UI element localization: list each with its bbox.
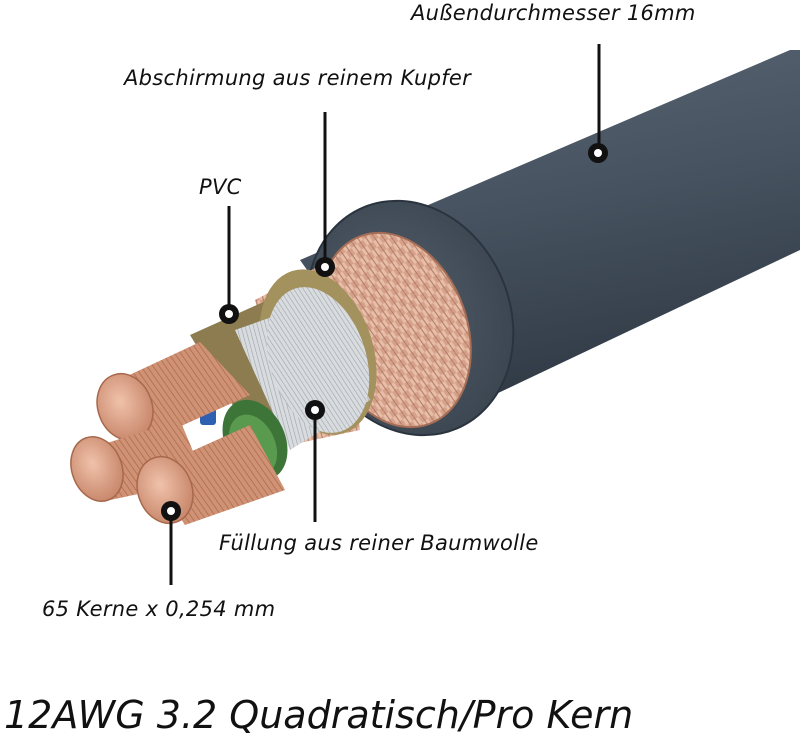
pvc-label: PVC [199,175,242,199]
outer-diameter-label: Außendurchmesser 16mm [411,1,696,25]
cores-label: 65 Kerne x 0,254 mm [42,597,276,621]
leader-diameter [588,44,608,163]
leader-filling [305,400,325,522]
copper-core-top [96,342,250,442]
leader-shield [315,112,335,277]
leader-pvc [219,206,239,324]
cotton-filling [235,287,370,450]
shielding-label: Abschirmung aus reinem Kupfer [124,66,472,90]
cable-spec-caption: 12AWG 3.2 Quadratisch/Pro Kern [4,693,634,737]
filling-label: Füllung aus reiner Baumwolle [219,531,539,555]
leader-cores [161,501,181,585]
